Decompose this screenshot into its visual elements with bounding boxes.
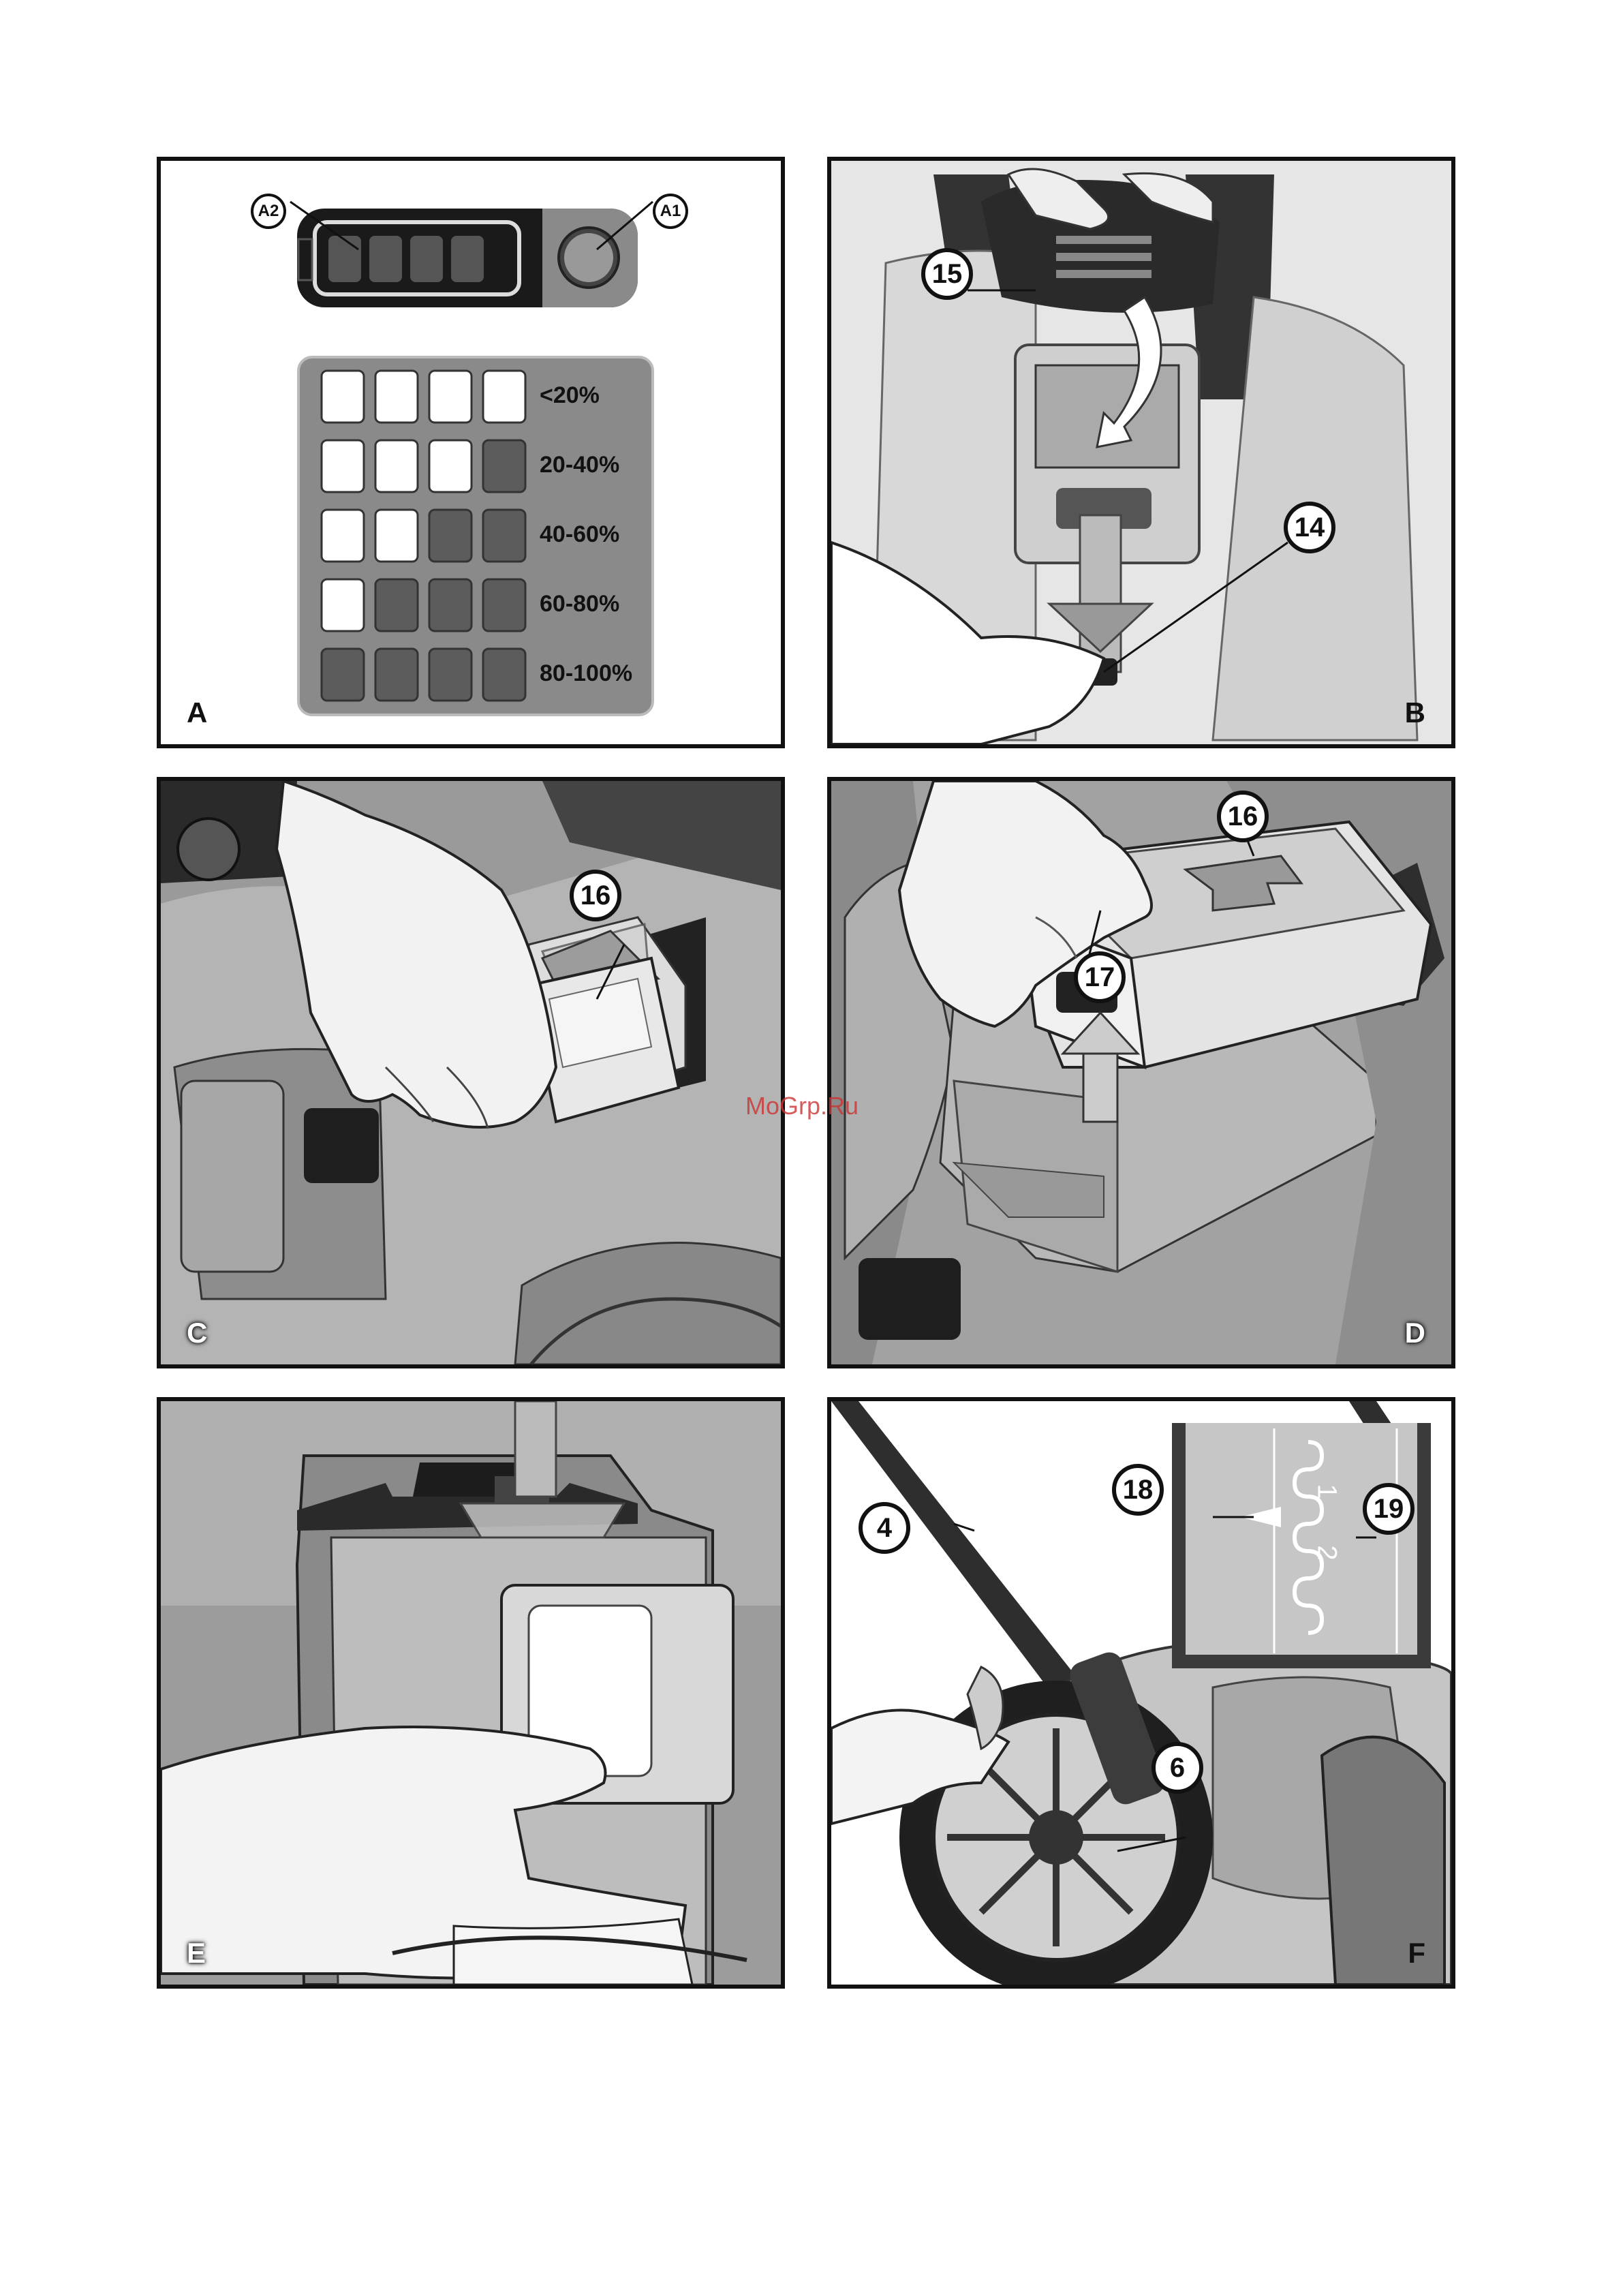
charge-segment — [375, 510, 418, 562]
charge-segment — [483, 649, 525, 701]
callout-a1: A1 — [653, 194, 688, 229]
charge-segment — [375, 579, 418, 631]
battery-slide-drawing — [831, 781, 1451, 1364]
callout-17: 17 — [1074, 951, 1126, 1003]
charge-segment — [322, 579, 364, 631]
panel-e: E — [157, 1397, 785, 1989]
panel-f: 4 6 18 19 1 2 F — [827, 1397, 1455, 1989]
panel-a: A2 A1 <20% 20-40% 40-60% 60-80% 80-100% … — [157, 157, 785, 748]
callout-16: 16 — [570, 870, 621, 921]
charge-segment — [483, 510, 525, 562]
panel-letter-d: D — [1405, 1317, 1425, 1349]
callout-6: 6 — [1151, 1742, 1203, 1794]
charge-segment — [375, 371, 418, 423]
panel-c: 16 C — [157, 777, 785, 1368]
watermark: MoGrp.Ru — [745, 1092, 859, 1120]
callout-14: 14 — [1284, 502, 1335, 553]
panel-letter-a: A — [187, 697, 207, 729]
charge-segment — [375, 649, 418, 701]
panel-b: 15 14 B — [827, 157, 1455, 748]
charge-segment — [429, 440, 472, 492]
callout-a2: A2 — [251, 194, 286, 229]
battery-lock-drawing — [161, 1401, 781, 1985]
level-label-0: <20% — [540, 382, 600, 409]
scale-mark-1: 1 — [1312, 1484, 1342, 1499]
charge-segment — [429, 649, 472, 701]
callout-4: 4 — [859, 1502, 910, 1554]
charge-segment — [429, 371, 472, 423]
charge-segment — [429, 510, 472, 562]
level-label-4: 80-100% — [540, 660, 632, 687]
charge-segment — [322, 649, 364, 701]
battery-indicator-drawing — [161, 161, 781, 744]
callout-19: 19 — [1363, 1483, 1415, 1535]
callout-16: 16 — [1217, 791, 1269, 842]
charge-segment — [375, 440, 418, 492]
panel-letter-c: C — [187, 1317, 207, 1349]
charge-segment — [483, 371, 525, 423]
callout-15: 15 — [921, 248, 973, 300]
level-label-3: 60-80% — [540, 591, 619, 617]
panel-letter-e: E — [187, 1937, 206, 1970]
scale-mark-2: 2 — [1312, 1545, 1342, 1560]
level-label-1: 20-40% — [540, 452, 619, 478]
battery-cover-drawing — [831, 161, 1451, 744]
level-label-2: 40-60% — [540, 521, 619, 548]
panel-letter-f: F — [1408, 1937, 1425, 1970]
charge-segment — [483, 440, 525, 492]
charge-segment — [322, 371, 364, 423]
callout-18: 18 — [1112, 1464, 1164, 1516]
panel-d: 16 17 D — [827, 777, 1455, 1368]
charge-segment — [483, 579, 525, 631]
panel-letter-b: B — [1405, 697, 1425, 729]
battery-insert-drawing — [161, 781, 781, 1364]
charge-segment — [322, 510, 364, 562]
charge-segment — [429, 579, 472, 631]
charge-segment — [322, 440, 364, 492]
